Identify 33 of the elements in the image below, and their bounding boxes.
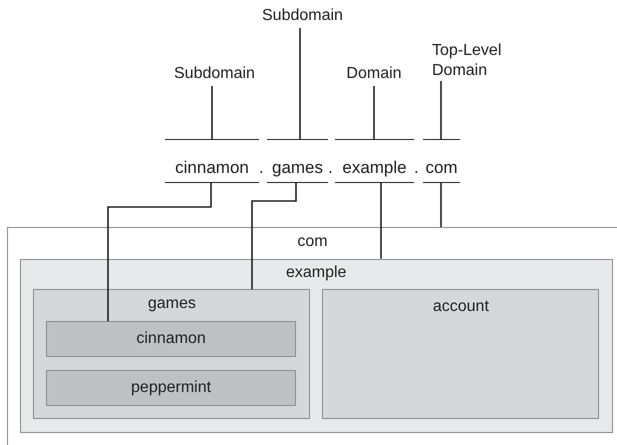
connector-line [107, 183, 212, 322]
connector-line [440, 183, 442, 227]
domain-box [33, 289, 310, 420]
domain-box [322, 289, 600, 420]
separator-dot: . [414, 158, 419, 178]
domain-segment [423, 139, 460, 183]
segment-text: cinnamon [175, 158, 249, 177]
connector-line [380, 183, 382, 259]
connector-line [299, 28, 301, 139]
domain-part-label: Domain [342, 64, 406, 86]
connector-line [440, 81, 442, 139]
box-label: games [146, 294, 197, 314]
domain-box [20, 258, 613, 433]
segment-text: games [272, 158, 324, 177]
box-label: com [296, 232, 329, 252]
domain-segment [267, 139, 328, 183]
box-label: peppermint [130, 378, 212, 398]
box-label: example [284, 262, 348, 283]
segment-text: com [425, 158, 458, 177]
separator-dot: . [259, 158, 264, 178]
box-label: cinnamon [135, 329, 207, 350]
domain-segment [165, 139, 259, 183]
domain-box [46, 370, 296, 406]
separator-dot: . [328, 158, 333, 178]
connector-line [211, 86, 213, 139]
domain-part-label: Top-Level Domain [432, 41, 504, 81]
connector-line [373, 86, 375, 139]
connector-line [251, 183, 297, 290]
box-label: account [432, 297, 490, 318]
domain-segment [335, 139, 414, 183]
segment-text: example [342, 158, 407, 177]
domain-box [46, 321, 296, 358]
domain-box [7, 227, 617, 445]
